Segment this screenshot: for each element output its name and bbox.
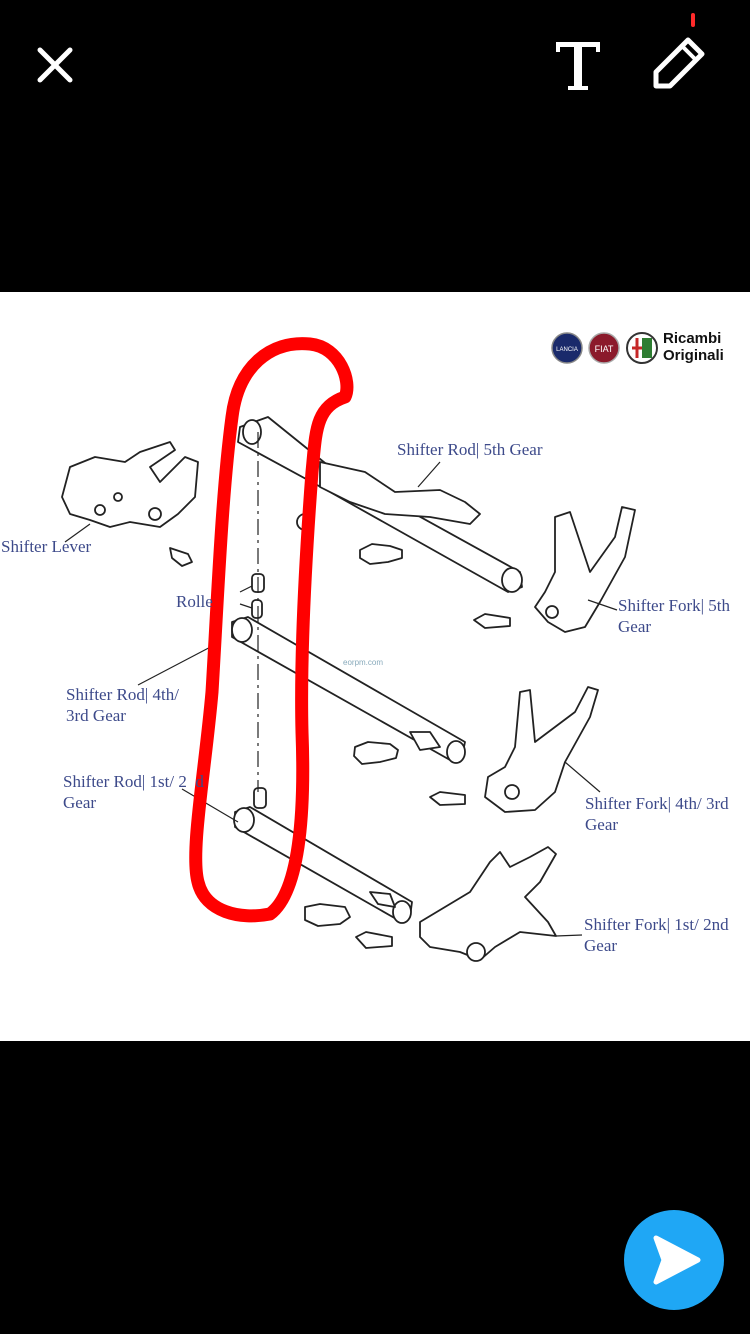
lancia-logo: LANCIA	[551, 332, 583, 364]
editor-toolbar	[0, 0, 750, 292]
editor-bottom-bar	[0, 1041, 750, 1334]
brand-name: Ricambi Originali	[663, 330, 724, 364]
red-annotation-stroke	[189, 337, 354, 923]
label-shifter-rod-1st-2nd: Shifter Rod| 1st/ 2 d Gear	[63, 772, 204, 812]
label-shifter-lever: Shifter Lever	[1, 537, 92, 556]
pen-icon	[653, 37, 705, 89]
label-shifter-rod-4th-3rd: Shifter Rod| 4th/ 3rd Gear	[66, 685, 179, 725]
gear-shift-parts-diagram	[61, 337, 636, 962]
watermark: eorpm.com	[343, 658, 384, 667]
alfa-romeo-logo	[626, 332, 658, 364]
send-button[interactable]	[624, 1210, 724, 1310]
send-arrow-icon	[653, 1235, 701, 1285]
svg-text:FIAT: FIAT	[595, 344, 614, 354]
fiat-logo: FIAT	[588, 332, 620, 364]
label-roller: Rolle	[176, 592, 213, 611]
close-icon	[37, 47, 73, 83]
label-shifter-rod-5th: Shifter Rod| 5th Gear	[397, 440, 543, 459]
label-shifter-fork-5th: Shifter Fork| 5th Gear	[618, 596, 731, 636]
brand-logos: LANCIA FIAT	[551, 332, 658, 364]
label-shifter-fork-1st-2nd: Shifter Fork| 1st/ 2nd Gear	[584, 915, 729, 955]
close-button[interactable]	[30, 40, 80, 90]
draw-tool-button[interactable]	[648, 30, 712, 92]
text-tool-icon	[556, 42, 600, 90]
label-shifter-fork-4th-3rd: Shifter Fork| 4th/ 3rd Gear	[585, 794, 729, 834]
text-tool-button[interactable]	[548, 34, 608, 96]
svg-text:LANCIA: LANCIA	[556, 347, 578, 353]
photo-canvas[interactable]: LANCIA FIAT Ricambi Originali Shifter Le…	[0, 292, 750, 1041]
pen-color-indicator	[691, 13, 695, 27]
